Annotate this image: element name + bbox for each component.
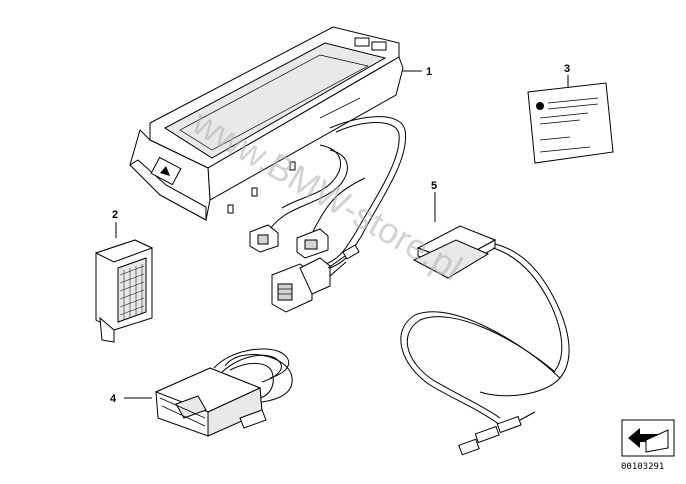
arrow-box-icon [621, 419, 675, 457]
part-5-antenna[interactable] [400, 225, 570, 456]
label-1-text: 1 [426, 66, 432, 78]
part-4-connector[interactable] [154, 348, 293, 437]
label-4: 4 [110, 393, 152, 405]
part-2-adapter[interactable] [94, 239, 154, 343]
label-1: 1 [402, 66, 432, 78]
label-3-text: 3 [564, 63, 570, 75]
part-1-cradle[interactable] [129, 0, 404, 221]
label-3: 3 [564, 63, 570, 88]
cable-harness [249, 116, 407, 313]
label-5-text: 5 [431, 180, 437, 192]
label-5: 5 [431, 180, 437, 222]
label-2-text: 2 [112, 209, 118, 221]
label-4-text: 4 [110, 393, 117, 405]
label-2: 2 [112, 209, 118, 238]
part-3-info-card[interactable] [527, 82, 614, 164]
diagram-number: 00103291 [621, 462, 664, 472]
